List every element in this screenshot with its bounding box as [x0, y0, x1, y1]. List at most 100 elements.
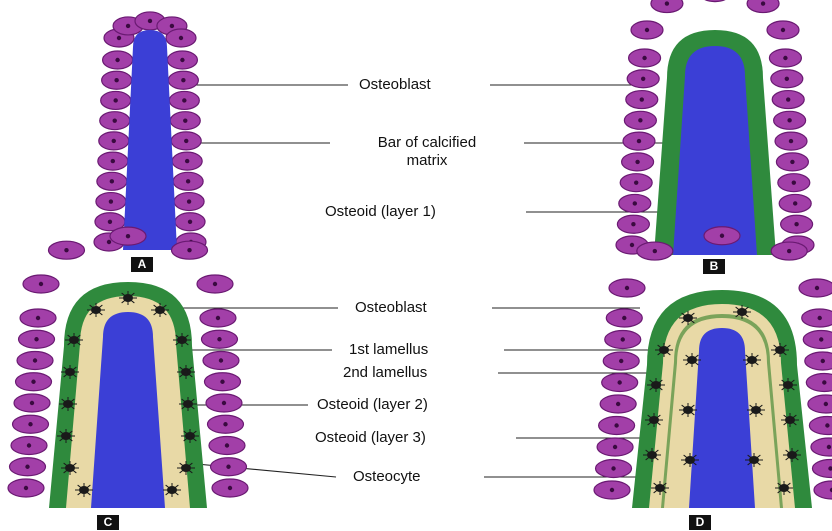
osteoblast-cell	[599, 417, 635, 435]
osteoblast-cell	[172, 152, 202, 170]
osteoblast-cell	[8, 479, 44, 497]
osteoblast-cell	[14, 394, 50, 412]
cell-nucleus	[827, 445, 831, 449]
cell-body	[805, 352, 832, 370]
cell-nucleus	[109, 199, 113, 203]
cell-nucleus	[815, 286, 819, 290]
osteocyte-spider	[743, 353, 761, 367]
osteocyte-spider	[173, 333, 191, 347]
cell-nucleus	[226, 465, 230, 469]
cell-nucleus	[614, 423, 618, 427]
cell-nucleus	[39, 282, 43, 286]
cell-nucleus	[188, 220, 192, 224]
label-osteoblast-top: Osteoblast	[356, 76, 434, 94]
label-bar-line1: Bar of calcified	[333, 134, 521, 152]
osteoblast-cell	[23, 275, 59, 293]
cell-nucleus	[64, 248, 68, 252]
osteoblast-cell	[771, 242, 807, 260]
osteoblast-cell	[98, 152, 128, 170]
cell-nucleus	[790, 160, 794, 164]
osteoblast-cell	[651, 0, 683, 13]
osteocyte-spider	[679, 403, 697, 417]
osteoblast-cell	[206, 394, 242, 412]
cell-nucleus	[665, 1, 669, 5]
cell-nucleus	[110, 179, 114, 183]
cell-nucleus	[126, 234, 130, 238]
cell-nucleus	[148, 19, 152, 23]
osteocyte-spider	[87, 303, 105, 317]
calcified-matrix-bar	[673, 46, 757, 255]
cell-nucleus	[794, 222, 798, 226]
cell-nucleus	[170, 24, 174, 28]
cell-nucleus	[787, 118, 791, 122]
cell-nucleus	[631, 222, 635, 226]
cell-nucleus	[180, 58, 184, 62]
cell-nucleus	[186, 179, 190, 183]
cell-nucleus	[36, 316, 40, 320]
label-bar-line2: matrix	[333, 152, 521, 170]
panel-tag-b: B	[703, 259, 725, 274]
osteocyte-spider	[177, 365, 195, 379]
cell-nucleus	[217, 337, 221, 341]
osteoblast-cell	[100, 112, 130, 130]
cell-nucleus	[610, 488, 614, 492]
cell-nucleus	[225, 443, 229, 447]
osteoblast-cell	[626, 91, 658, 109]
osteocyte-spider	[181, 429, 199, 443]
osteoblast-cell	[769, 49, 801, 67]
cell-nucleus	[33, 358, 37, 362]
osteocyte-spider	[119, 291, 137, 305]
osteoblast-cell	[605, 331, 641, 349]
cell-nucleus	[179, 36, 183, 40]
osteoblast-cell	[767, 21, 799, 39]
cell-nucleus	[222, 401, 226, 405]
cell-nucleus	[789, 139, 793, 143]
osteoblast-cell	[623, 132, 655, 150]
cell-nucleus	[220, 380, 224, 384]
cell-nucleus	[824, 402, 828, 406]
osteoblast-cell	[200, 309, 236, 327]
osteoblast-cell	[16, 373, 52, 391]
cell-nucleus	[34, 337, 38, 341]
panel-tag-c: C	[97, 515, 119, 530]
cell-nucleus	[112, 139, 116, 143]
cell-nucleus	[638, 118, 642, 122]
osteocyte-spider	[163, 483, 181, 497]
cell-nucleus	[630, 243, 634, 247]
osteoblast-cell	[802, 309, 832, 327]
osteoblast-cell	[775, 132, 807, 150]
osteoblast-cell	[174, 193, 204, 211]
osteoblast-cell	[637, 242, 673, 260]
osteoblast-cell	[772, 91, 804, 109]
osteocyte-spider	[775, 481, 793, 495]
osteoblast-cell	[803, 331, 832, 349]
cell-nucleus	[645, 28, 649, 32]
osteoblast-cell	[603, 352, 639, 370]
osteocyte-spider	[75, 483, 93, 497]
osteoblast-cell	[99, 132, 129, 150]
cell-body	[803, 331, 832, 349]
cell-nucleus	[634, 180, 638, 184]
cell-nucleus	[185, 159, 189, 163]
osteoblast-cell	[699, 0, 731, 2]
label-bar-of-calcified-matrix: Bar of calcified matrix	[330, 134, 524, 170]
cell-nucleus	[181, 78, 185, 82]
osteoblast-cell	[103, 51, 133, 69]
cell-nucleus	[108, 220, 112, 224]
cell-nucleus	[114, 78, 118, 82]
cell-nucleus	[637, 139, 641, 143]
osteocyte-spider	[681, 453, 699, 467]
osteocyte-spider	[651, 481, 669, 495]
osteoblast-cell	[778, 174, 810, 192]
osteoblast-cell	[166, 29, 196, 47]
osteocyte-spider	[645, 413, 663, 427]
cell-nucleus	[611, 466, 615, 470]
label-osteoid-layer1: Osteoid (layer 1)	[322, 203, 439, 221]
cell-nucleus	[822, 380, 826, 384]
cell-nucleus	[781, 28, 785, 32]
panel-c-figure	[8, 227, 248, 508]
osteoblast-cell	[609, 279, 645, 297]
osteoblast-cell	[171, 132, 201, 150]
cell-nucleus	[792, 180, 796, 184]
cell-nucleus	[793, 201, 797, 205]
